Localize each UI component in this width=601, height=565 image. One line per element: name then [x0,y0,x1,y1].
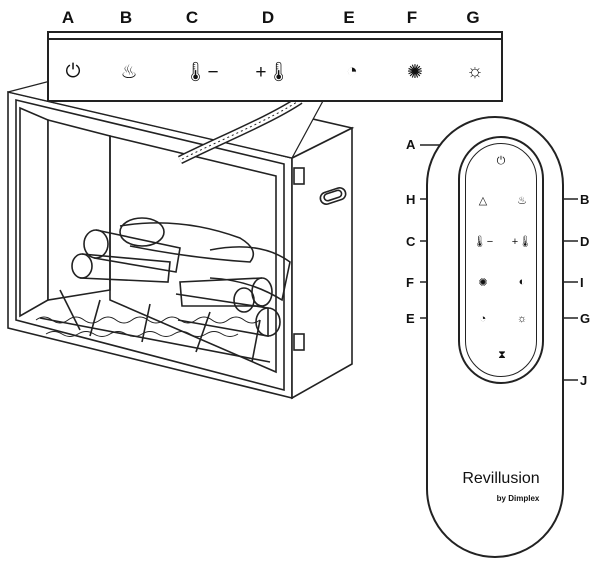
remote-flame-icon[interactable]: △ [478,194,488,207]
remote-control-body [426,116,564,558]
remote-temp-down-icon[interactable]: 🌡− [472,235,494,248]
remote-color-icon[interactable]: ◔ [479,313,487,325]
heat-icon[interactable]: ♨ [120,61,138,83]
panel-label-c: C [185,8,199,27]
remote-label-e: E [406,311,415,326]
remote-heat-icon[interactable]: ♨ [517,194,527,207]
panel-label-b: B [119,8,133,27]
remote-label-d: D [580,234,590,249]
remote-label-f: F [406,275,414,290]
remote-temp-up-icon[interactable]: +🌡 [511,235,533,248]
remote-flame-speed-icon[interactable]: ◐ [518,276,526,288]
panel-label-g: G [466,8,480,27]
power-icon[interactable]: ⏻ [65,61,81,82]
remote-label-a: A [406,137,416,152]
remote-button-track [458,136,544,384]
temp-up-icon[interactable]: +🌡 [255,62,291,83]
remote-label-i: I [580,275,584,290]
panel-label-d: D [261,8,275,27]
ember-bed-icon[interactable]: ✺ [407,61,423,83]
control-panel-edge [47,31,503,41]
brightness-icon[interactable]: ☼ [466,61,484,82]
temp-down-icon[interactable]: 🌡− [183,62,219,83]
panel-label-e: E [343,8,355,27]
remote-label-b: B [580,192,590,207]
remote-label-c: C [406,234,416,249]
remote-label-h: H [406,192,416,207]
control-panel: ⏻ ♨ 🌡− +🌡 ◔ ✺ ☼ [47,38,503,102]
remote-brightness-icon[interactable]: ☼ [516,313,528,325]
remote-button-track-inner [465,143,537,377]
panel-label-f: F [406,8,418,27]
brand-subtitle: by Dimplex [496,494,540,503]
remote-timer-icon[interactable]: ⧗ [498,348,506,361]
flame-color-icon[interactable]: ◔ [346,61,358,82]
panel-label-a: A [61,8,75,27]
remote-power-icon[interactable]: ⏻ [496,154,506,167]
remote-label-j: J [580,373,588,388]
remote-label-g: G [580,311,591,326]
brand-logo: Revillusion [462,470,540,487]
remote-ember-icon[interactable]: ✺ [478,276,488,289]
